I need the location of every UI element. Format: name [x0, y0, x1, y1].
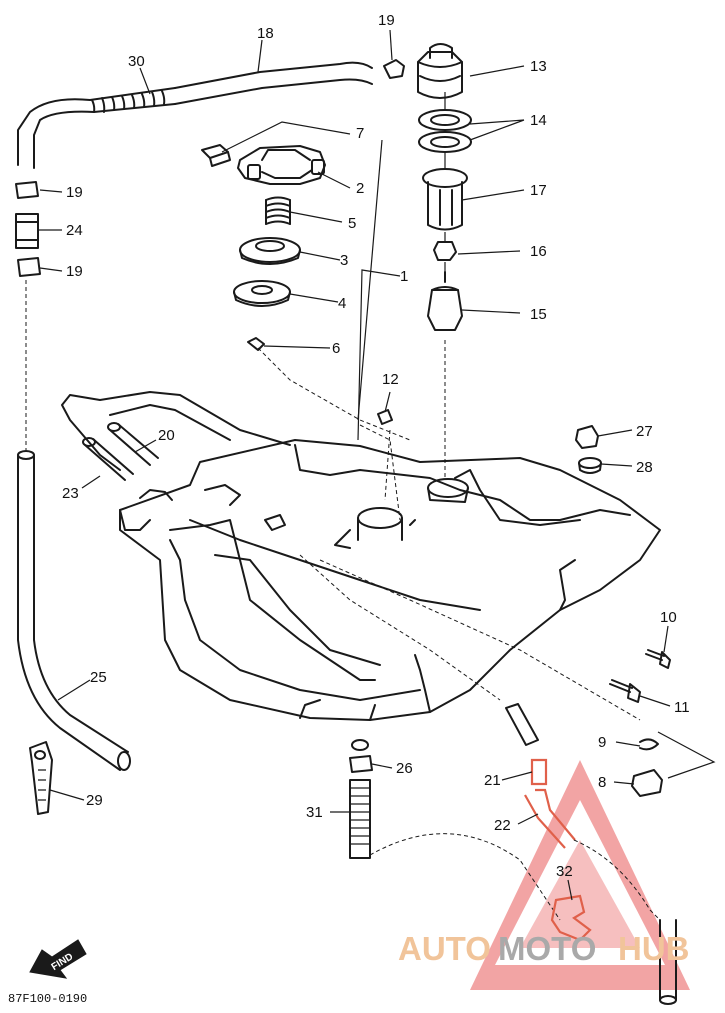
label-4: 4 — [338, 295, 346, 312]
clip-12 — [377, 409, 393, 425]
watermark-triangle — [470, 760, 690, 990]
label-31: 31 — [306, 804, 323, 821]
breather-hose — [17, 61, 373, 169]
hose-20-23 — [82, 422, 159, 481]
label-29: 29 — [86, 792, 103, 809]
label-19-top: 19 — [378, 12, 395, 29]
label-5: 5 — [348, 215, 356, 232]
cap-seal — [233, 280, 291, 307]
watermark-text: AUTO MOTO HUB — [398, 930, 690, 967]
routing-lines — [257, 340, 641, 721]
label-20: 20 — [158, 427, 175, 444]
overflow-hose — [17, 280, 131, 771]
label-1: 1 — [400, 268, 408, 285]
label-21: 21 — [484, 772, 501, 789]
label-28: 28 — [636, 459, 653, 476]
hose-clip-19 — [15, 59, 405, 277]
label-14: 14 — [530, 112, 547, 129]
label-19-low: 19 — [66, 263, 83, 280]
hose-bottom-right — [573, 839, 677, 1005]
label-3: 3 — [340, 252, 348, 269]
find-arrow-icon: FIND — [29, 939, 87, 979]
cap-clip — [247, 337, 265, 351]
band-29 — [29, 741, 53, 815]
fitting-21 — [505, 703, 548, 786]
clip-26 — [349, 739, 373, 773]
bracket-32 — [550, 894, 592, 942]
find-mark: FIND — [50, 951, 76, 973]
part-labels: 18 30 19 13 14 7 2 17 5 16 3 1 4 15 6 12… — [62, 12, 690, 880]
leader-lines — [38, 29, 716, 901]
nut-27 — [575, 425, 599, 449]
label-6: 6 — [332, 340, 340, 357]
label-23: 23 — [62, 485, 79, 502]
label-25: 25 — [90, 669, 107, 686]
bolt-10 — [645, 649, 671, 669]
label-24: 24 — [66, 222, 83, 239]
frame-tube — [61, 391, 291, 471]
washer-28 — [578, 457, 602, 474]
label-27: 27 — [636, 423, 653, 440]
label-15: 15 — [530, 306, 547, 323]
cap-key — [201, 144, 231, 167]
label-22: 22 — [494, 817, 511, 834]
cap-gasket — [239, 237, 301, 265]
label-16: 16 — [530, 243, 547, 260]
label-13: 13 — [530, 58, 547, 75]
label-19-mid: 19 — [66, 184, 83, 201]
fuel-cap — [237, 145, 326, 185]
damper-8 — [631, 769, 663, 797]
hose-joint-24 — [15, 213, 39, 249]
label-7: 7 — [356, 125, 364, 142]
label-18: 18 — [257, 25, 274, 42]
fuel-sender — [417, 43, 472, 331]
watermark-auto: AUTO — [398, 930, 491, 967]
label-9: 9 — [598, 734, 606, 751]
label-2: 2 — [356, 180, 364, 197]
watermark-moto: MOTO — [498, 930, 596, 967]
hose-31 — [349, 779, 561, 921]
cap-spring — [265, 196, 291, 225]
label-8: 8 — [598, 774, 606, 791]
watermark-hub: HUB — [618, 930, 690, 967]
hose-22 — [524, 788, 576, 849]
label-32: 32 — [556, 863, 573, 880]
label-26: 26 — [396, 760, 413, 777]
drawing-code: 87F100-0190 — [8, 992, 87, 1006]
label-12: 12 — [382, 371, 399, 388]
label-30: 30 — [128, 53, 145, 70]
label-17: 17 — [530, 182, 547, 199]
label-10: 10 — [660, 609, 677, 626]
bolt-11 — [609, 679, 641, 703]
clip-9 — [639, 738, 659, 751]
label-11: 11 — [674, 699, 690, 716]
fuel-tank — [119, 439, 661, 721]
